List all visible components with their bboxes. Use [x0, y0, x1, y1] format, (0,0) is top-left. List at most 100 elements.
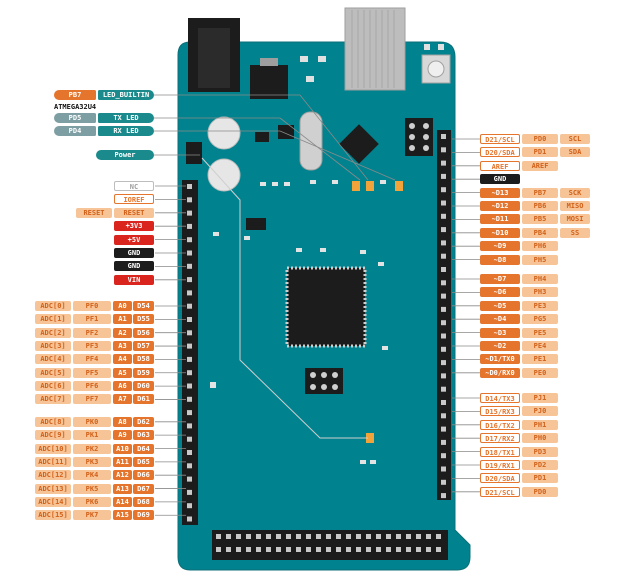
port-label: PF6	[73, 381, 111, 392]
adc-label: ADC[4]	[35, 354, 71, 365]
power-pin-4: +5V	[114, 234, 154, 245]
header-pin	[441, 439, 446, 445]
header-pin	[306, 534, 311, 539]
right-port-label: PJ1	[522, 393, 558, 403]
header-pin	[441, 213, 446, 219]
digital-label: D57	[133, 341, 154, 352]
reset-left-label: RESET	[76, 207, 112, 218]
port-label: PK6	[73, 496, 111, 507]
right-port-label: PB5	[522, 214, 558, 225]
right-port-label: PD3	[522, 446, 558, 457]
header-pin	[441, 360, 446, 366]
header-pin	[187, 383, 192, 389]
right-header	[437, 130, 451, 500]
header-pin	[376, 547, 381, 552]
header-pin	[356, 547, 361, 552]
digital-label: D58	[133, 354, 154, 365]
power-pin-7: VIN	[114, 274, 154, 285]
adc-label: ADC[6]	[35, 381, 71, 392]
port-label: PK0	[73, 416, 111, 427]
power-pin-6: GND	[114, 261, 154, 272]
port-label: PK3	[73, 456, 111, 467]
header-pin	[366, 534, 371, 539]
header-pin	[266, 534, 271, 539]
digital-label: D62	[133, 416, 154, 427]
header-pin	[441, 187, 446, 193]
right-pin-label: ~D9	[480, 241, 520, 252]
analog-label: A4	[113, 354, 132, 365]
right-pin-label: ~D13	[480, 187, 520, 198]
digital-label: D55	[133, 314, 154, 325]
header-pin	[441, 306, 446, 312]
right-port-label: PH4	[522, 274, 558, 284]
adc-label: ADC[3]	[35, 341, 71, 352]
port-label: PF0	[73, 301, 111, 311]
adc-label: ADC[12]	[35, 470, 71, 481]
header-pin	[187, 436, 192, 442]
tx-port-label: PD5	[54, 113, 96, 123]
right-port-label: PE0	[522, 367, 558, 378]
analog-label: A14	[113, 496, 132, 507]
right-pin-label: D14/TX3	[480, 393, 520, 403]
header-pin	[441, 320, 446, 326]
right-pin-label: ~D1/TX0	[480, 354, 520, 365]
analog-label: A13	[113, 483, 132, 494]
analog-label: A15	[113, 510, 132, 521]
header-pin	[187, 450, 192, 455]
adc-label: ADC[7]	[35, 394, 71, 405]
power-pin-1: IOREF	[114, 194, 154, 205]
header-pin	[441, 453, 446, 459]
header-pin	[436, 534, 441, 539]
header-pin	[441, 147, 446, 153]
analog-label: A9	[113, 430, 132, 441]
right-pin-label: D15/RX3	[480, 406, 520, 417]
right-pin-label: ~D0/RX0	[480, 367, 520, 378]
header-pin	[187, 303, 192, 309]
digital-label: D54	[133, 301, 154, 311]
header-pin	[326, 547, 331, 552]
right-fn-label: SCK	[560, 187, 590, 198]
header-pin	[216, 534, 221, 539]
header-pin	[406, 534, 411, 539]
analog-label: A11	[113, 456, 132, 467]
right-port-label: PE4	[522, 341, 558, 351]
header-pin	[187, 237, 192, 243]
power-pin-5: GND	[114, 248, 154, 258]
port-label: PF7	[73, 394, 111, 405]
rx-led-label: RX LED	[98, 126, 154, 136]
capacitor-2	[207, 158, 241, 192]
header-pin	[266, 547, 271, 552]
analog-label: A2	[113, 327, 132, 338]
header-pin	[187, 277, 192, 283]
adc-label: ADC[10]	[35, 443, 71, 454]
port-label: PF2	[73, 327, 111, 338]
crystal	[299, 111, 323, 171]
header-pin	[441, 333, 446, 339]
header-pin	[236, 547, 241, 552]
right-fn-label: SDA	[560, 147, 590, 158]
power-label: Power	[96, 150, 154, 160]
digital-label: D65	[133, 456, 154, 467]
right-pin-label: ~D4	[480, 314, 520, 325]
right-port-label: PD1	[522, 473, 558, 484]
right-port-label: PH3	[522, 287, 558, 298]
header-pin	[187, 463, 192, 469]
port-label: PK1	[73, 430, 111, 441]
header-pin	[386, 547, 391, 552]
header-pin	[296, 534, 301, 539]
header-pin	[386, 534, 391, 539]
header-pin	[336, 534, 341, 539]
header-pin	[441, 200, 446, 206]
header-pin	[256, 534, 261, 539]
right-port-label: PB7	[522, 187, 558, 198]
right-port-label: PD0	[522, 486, 558, 497]
digital-label: D64	[133, 443, 154, 454]
digital-label: D60	[133, 381, 154, 392]
right-pin-label: ~D10	[480, 227, 520, 238]
adc-label: ADC[0]	[35, 301, 71, 311]
digital-label: D63	[133, 430, 154, 441]
right-fn-label: SS	[560, 227, 590, 238]
analog-label: A10	[113, 443, 132, 454]
right-pin-label: D18/TX1	[480, 446, 520, 457]
header-pin	[187, 356, 192, 362]
